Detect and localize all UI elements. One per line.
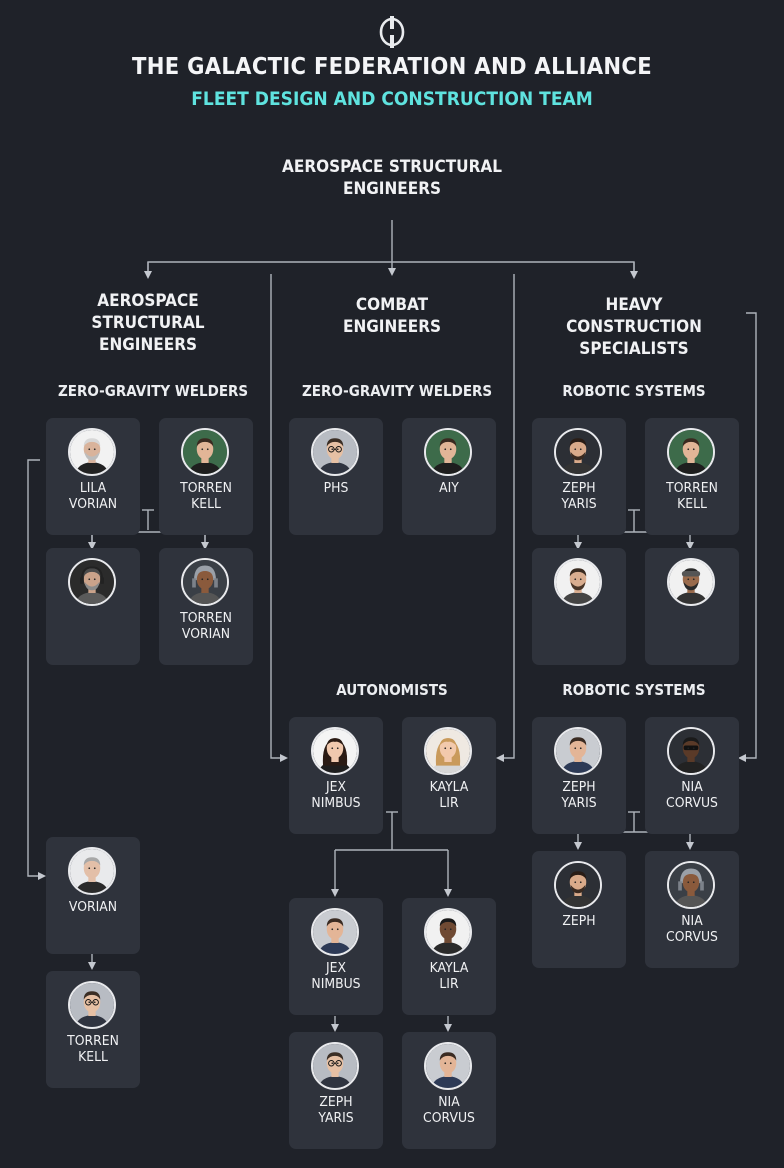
group-heading-robotic-systems-top: ROBOTIC SYSTEMS: [562, 382, 706, 400]
member-name: NIA CORVUS: [666, 913, 718, 945]
column-heading-heavy-construction: HEAVY CONSTRUCTION SPECIALISTS: [566, 295, 702, 359]
person-woman-dark-hair-avatar: [311, 727, 359, 775]
member-card[interactable]: ZEPH YARIS: [289, 1032, 383, 1149]
member-name: ZEPH YARIS: [561, 480, 597, 512]
person-bald-beard-avatar: [68, 428, 116, 476]
member-card[interactable]: [46, 548, 140, 665]
federation-emblem-icon: [379, 16, 405, 48]
member-card[interactable]: TORREN KELL: [645, 418, 739, 535]
member-card[interactable]: VORIAN: [46, 837, 140, 954]
member-card[interactable]: ZEPH YARIS: [532, 717, 626, 834]
root-node-label: AEROSPACE STRUCTURAL ENGINEERS: [282, 157, 502, 199]
member-name: JEX NIMBUS: [311, 779, 361, 811]
page-title: THE GALACTIC FEDERATION AND ALLIANCE: [132, 54, 652, 80]
member-name: NIA CORVUS: [666, 779, 718, 811]
member-name: KAYLA LIR: [429, 779, 469, 811]
member-name: TORREN KELL: [666, 480, 718, 512]
person-young-man-avatar: [667, 428, 715, 476]
member-card[interactable]: ZEPH: [532, 851, 626, 968]
group-heading-zero-gravity-welders-center: ZERO-GRAVITY WELDERS: [302, 382, 493, 400]
page-subtitle: FLEET DESIGN AND CONSTRUCTION TEAM: [191, 88, 593, 110]
member-card[interactable]: KAYLA LIR: [402, 717, 496, 834]
member-card[interactable]: TORREN VORIAN: [159, 548, 253, 665]
person-helmet-avatar: [667, 861, 715, 909]
member-card[interactable]: KAYLA LIR: [402, 898, 496, 1015]
person-young-man-avatar: [181, 428, 229, 476]
person-older-man-avatar: [68, 847, 116, 895]
person-helmet-avatar: [181, 558, 229, 606]
member-name: ZEPH YARIS: [318, 1094, 354, 1126]
member-card[interactable]: ZEPH YARIS: [532, 418, 626, 535]
member-card[interactable]: [645, 548, 739, 665]
member-card[interactable]: TORREN KELL: [46, 971, 140, 1088]
column-heading-combat: COMBAT ENGINEERS: [342, 295, 442, 337]
person-man-avatar: [554, 727, 602, 775]
member-name: NIA CORVUS: [423, 1094, 475, 1126]
member-name: TORREN VORIAN: [180, 610, 232, 642]
group-heading-zero-gravity-welders-left: ZERO-GRAVITY WELDERS: [58, 382, 249, 400]
person-bearded-avatar: [554, 428, 602, 476]
member-name: LILA VORIAN: [68, 480, 118, 512]
member-name: PHS: [323, 480, 349, 496]
member-name: TORREN KELL: [180, 480, 232, 512]
person-woman-blonde-avatar: [424, 727, 472, 775]
member-card[interactable]: [532, 548, 626, 665]
person-bearded-avatar: [554, 861, 602, 909]
member-card[interactable]: AIY: [402, 418, 496, 535]
member-card[interactable]: NIA CORVUS: [645, 717, 739, 834]
member-card[interactable]: JEX NIMBUS: [289, 717, 383, 834]
person-glasses-avatar: [68, 981, 116, 1029]
member-card[interactable]: TORREN KELL: [159, 418, 253, 535]
member-card[interactable]: LILA VORIAN: [46, 418, 140, 535]
person-man-avatar: [424, 1042, 472, 1090]
member-name: JEX NIMBUS: [311, 960, 361, 992]
person-curly-hair-avatar: [554, 558, 602, 606]
member-name: KAYLA LIR: [429, 960, 469, 992]
person-headset-avatar: [68, 558, 116, 606]
column-heading-aerospace: AEROSPACE STRUCTURAL ENGINEERS: [91, 291, 205, 355]
member-name: VORIAN: [68, 899, 118, 915]
member-name: TORREN KELL: [67, 1033, 119, 1065]
member-card[interactable]: JEX NIMBUS: [289, 898, 383, 1015]
member-name: ZEPH YARIS: [561, 779, 597, 811]
member-card[interactable]: NIA CORVUS: [645, 851, 739, 968]
group-heading-autonomists: AUTONOMISTS: [336, 681, 448, 699]
person-glasses-avatar: [311, 1042, 359, 1090]
member-name: ZEPH: [562, 913, 596, 929]
member-card[interactable]: NIA CORVUS: [402, 1032, 496, 1149]
person-glasses-avatar: [311, 428, 359, 476]
person-young-man-avatar: [424, 428, 472, 476]
member-card[interactable]: PHS: [289, 418, 383, 535]
member-name: AIY: [439, 480, 459, 496]
person-goggles-avatar: [667, 558, 715, 606]
group-heading-robotic-systems-bottom: ROBOTIC SYSTEMS: [562, 681, 706, 699]
person-man-dark-avatar: [424, 908, 472, 956]
person-sunglasses-avatar: [667, 727, 715, 775]
person-man-avatar: [311, 908, 359, 956]
